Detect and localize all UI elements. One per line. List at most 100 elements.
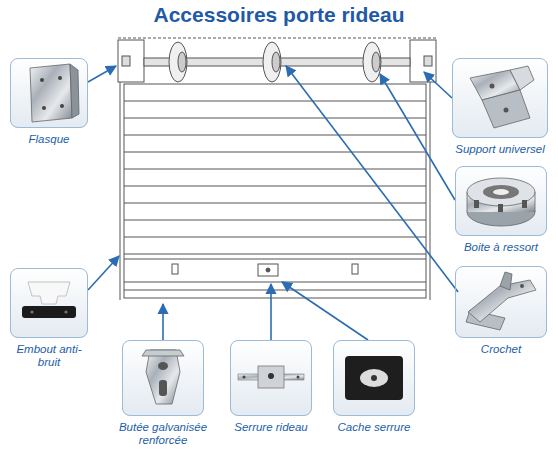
butee-photo (142, 350, 184, 356)
support-photo (504, 108, 509, 113)
leader-arrow (88, 66, 116, 82)
rolling-door-drawing (122, 56, 130, 66)
spring-box-photo (483, 185, 519, 199)
photo-frame (10, 268, 88, 338)
spring-box-photo (498, 204, 503, 212)
lock-cover-photo (360, 369, 388, 387)
rolling-door-drawing (372, 52, 380, 72)
butee-photo (146, 350, 180, 404)
embout-photo (28, 282, 70, 304)
flasque-photo (40, 78, 44, 82)
leader-arrow (424, 72, 452, 98)
leader-arrow (162, 304, 164, 340)
spring-box-photo (467, 178, 535, 226)
accessory-card: Crochet (455, 266, 547, 356)
lock-cover-photo (371, 375, 377, 381)
spring-box-photo (474, 200, 479, 208)
flasque-photo (30, 64, 72, 122)
lock-photo (268, 373, 274, 379)
rolling-door-drawing (118, 38, 436, 300)
part-caption: Boite à ressort (455, 241, 547, 254)
rolling-door-drawing (424, 56, 432, 66)
rolling-door-drawing (169, 42, 187, 82)
embout-photo (30, 310, 33, 313)
rolling-door-drawing (124, 169, 426, 170)
rolling-door-drawing (263, 42, 281, 82)
photo-frame (230, 340, 312, 416)
support-photo (490, 84, 495, 89)
photo-frame-fill (10, 58, 548, 416)
crochet-photo (520, 284, 524, 288)
crochet-photo (466, 272, 536, 330)
rolling-door-drawing (124, 135, 426, 136)
accessory-card: Boite à ressort (455, 166, 547, 254)
leader-arrow (88, 66, 458, 340)
rolling-door-drawing (410, 40, 436, 82)
part-caption: Crochet (455, 343, 547, 356)
photo-frame (122, 340, 204, 416)
crochet-photo (500, 272, 512, 290)
support-photo (482, 90, 530, 128)
rolling-door-drawing (124, 290, 426, 291)
rolling-door-drawing (430, 82, 431, 300)
photo-frame-fill (230, 340, 312, 416)
part-caption: Embout anti-bruit (14, 343, 84, 369)
embout-photo (64, 310, 67, 313)
rolling-door-drawing (124, 237, 426, 238)
lock-cover-photo (345, 356, 403, 400)
leader-arrow (286, 66, 458, 292)
photo-frame-fill (10, 268, 88, 338)
support-photo (470, 66, 534, 128)
part-caption: Support universel (452, 143, 548, 156)
lock-photo (243, 376, 246, 379)
accessory-card: Embout anti-bruit (10, 268, 88, 369)
accessory-card: Support universel (452, 58, 548, 156)
embout-photo (22, 306, 76, 318)
accessory-card: Serrure rideau (230, 340, 312, 434)
embout-photo (22, 282, 76, 318)
part-caption: Flasque (10, 133, 88, 146)
accessory-card: Flasque (10, 58, 88, 146)
rolling-door-drawing (272, 52, 280, 72)
rolling-door-drawing (120, 82, 121, 300)
leader-arrow (380, 74, 455, 200)
rolling-door-drawing (124, 220, 426, 221)
photo-frame (10, 58, 88, 128)
photo-frame (455, 266, 547, 338)
accessory-card: Butée galvanisée renforcée (109, 340, 217, 447)
support-photo (510, 66, 534, 90)
spring-box-photo (493, 189, 509, 195)
flasque-photo (58, 76, 62, 80)
flasque-photo (70, 64, 79, 118)
lock-cover-photo (345, 356, 403, 400)
rolling-door-drawing (124, 118, 426, 119)
photo-frame-fill (10, 58, 88, 128)
photo-frame-fill (122, 340, 204, 416)
rolling-door-drawing (124, 254, 426, 255)
leader-arrow (270, 284, 272, 340)
photo-frame-fill (452, 58, 548, 138)
photo-frame (452, 58, 548, 138)
rolling-door-drawing (363, 42, 381, 82)
rolling-door-drawing (124, 101, 426, 102)
butee-photo (158, 362, 168, 370)
photo-frame-fill (455, 166, 547, 236)
part-caption: Cache serrure (333, 421, 415, 434)
lock-photo (297, 376, 300, 379)
rolling-door-drawing (352, 264, 358, 274)
rolling-door-drawing (258, 264, 278, 276)
lock-photo (238, 366, 304, 388)
photo-frame (455, 166, 547, 236)
rolling-door-drawing (118, 38, 436, 39)
diagram-title: Accessoires porte rideau (0, 3, 558, 27)
butee-photo (159, 380, 167, 396)
part-caption: Serrure rideau (230, 421, 312, 434)
rolling-door-drawing (124, 282, 426, 283)
photo-frame-fill (333, 340, 415, 416)
rolling-door-drawing (124, 203, 426, 204)
rolling-door-drawing (124, 152, 426, 153)
accessory-card: Cache serrure (333, 340, 415, 434)
